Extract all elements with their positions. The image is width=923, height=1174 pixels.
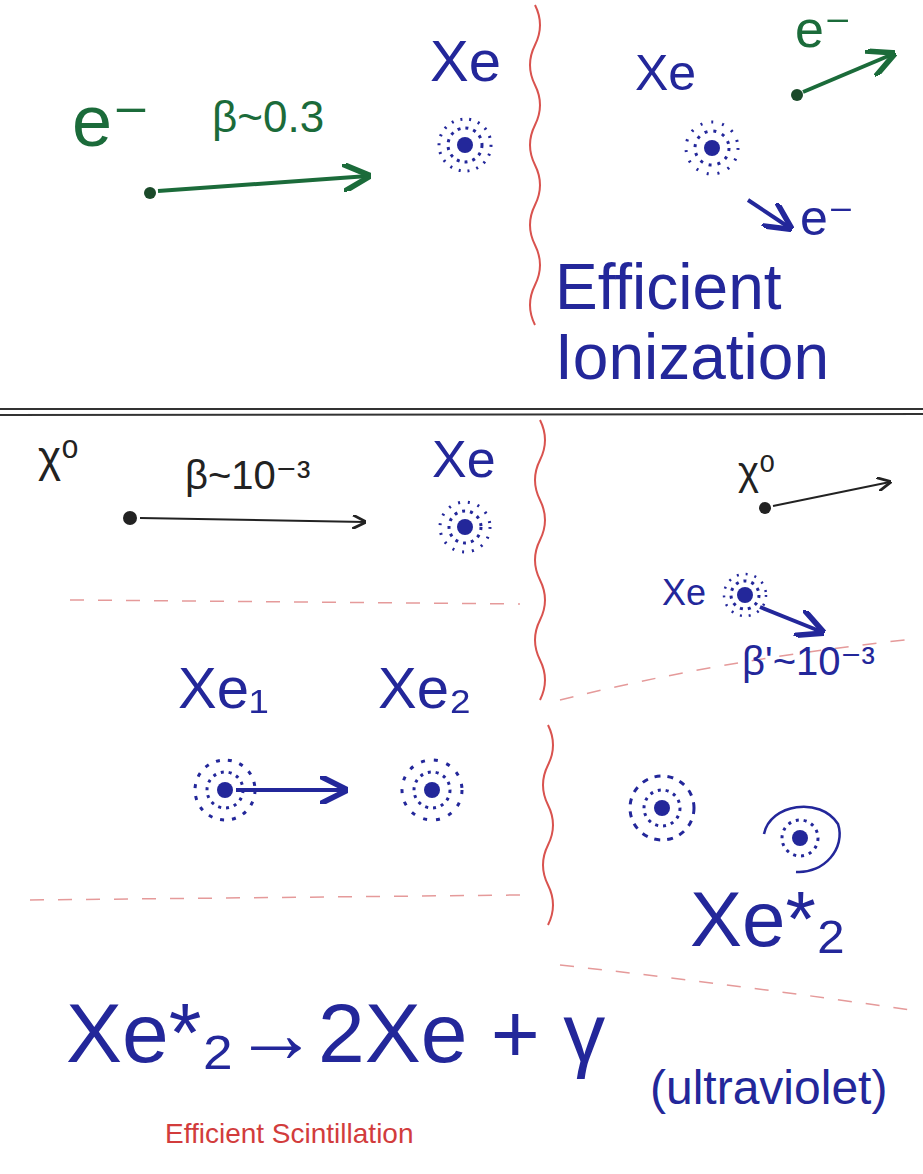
particle-dot: [123, 511, 137, 525]
electron-cloud: [695, 131, 729, 165]
electron-dot: [791, 89, 803, 101]
particle-label: e⁻: [72, 80, 150, 163]
velocity-arrow: [803, 54, 893, 92]
divider-line: [0, 408, 923, 410]
velocity-label: β~0.3: [212, 92, 324, 143]
xenon-atom: [439, 119, 491, 171]
electron-cloud: [440, 502, 490, 552]
nucleus: [457, 137, 473, 153]
particle-label: e⁻: [800, 190, 854, 248]
atom-label: Xe₂: [378, 655, 471, 722]
photon-note: (ultraviolet): [650, 1060, 887, 1115]
atom-label: Xe₁: [178, 655, 269, 722]
electron-cloud: [448, 128, 482, 162]
electron-cloud: [782, 820, 818, 856]
recoil-arrow: [760, 607, 822, 632]
motion-arrow: [236, 788, 345, 792]
velocity-arrow: [748, 200, 790, 228]
velocity-arrow: [158, 176, 368, 191]
electron-cloud: [439, 119, 491, 171]
electron-cloud: [724, 574, 766, 616]
atom-label: Xe: [635, 45, 696, 103]
xenon-atom: [402, 760, 462, 820]
process-note: Efficient Ionization: [555, 252, 905, 393]
nucleus: [654, 800, 670, 816]
nucleus: [217, 782, 233, 798]
particle-label: e⁻: [795, 0, 851, 60]
divider-line: [0, 414, 923, 415]
velocity-label: β~10⁻³: [185, 452, 310, 498]
wavy-separator: [535, 420, 545, 700]
electron-cloud: [402, 760, 462, 820]
nucleus: [424, 782, 440, 798]
xenon-atom: [630, 776, 694, 840]
velocity-arrow: [773, 482, 890, 506]
atom-label: Xe: [432, 430, 496, 490]
atom-label: Xe: [662, 572, 706, 613]
nucleus: [704, 140, 720, 156]
electron-cloud: [686, 122, 738, 174]
nucleus: [792, 830, 808, 846]
electron-cloud: [644, 790, 680, 826]
velocity-arrow: [140, 518, 365, 522]
particle-dot: [759, 502, 771, 514]
excited-orbit: [764, 807, 840, 872]
excimer-label: Xe*₂: [690, 875, 846, 965]
particle-label: χ⁰: [738, 448, 775, 494]
wavy-separator: [530, 5, 540, 325]
electron-cloud: [731, 581, 759, 609]
electron-dot: [144, 187, 156, 199]
electron-cloud: [414, 772, 450, 808]
nucleus: [737, 587, 753, 603]
xenon-atom: [440, 502, 490, 552]
electron-cloud: [630, 776, 694, 840]
excited-xenon-atom: [764, 807, 840, 872]
nucleus: [457, 519, 473, 535]
wavy-separator: [543, 725, 553, 925]
process-note: Efficient Scintillation: [165, 1118, 414, 1150]
xenon-atom: [724, 574, 766, 616]
dashed-guide: [560, 965, 910, 1010]
reaction-equation: Xe*₂→2Xe + γ: [66, 985, 605, 1082]
velocity-label: β'~10⁻³: [742, 638, 875, 684]
dashed-guide: [30, 895, 520, 900]
dashed-guide: [70, 600, 520, 604]
atom-label: Xe: [430, 28, 501, 95]
electron-cloud: [449, 511, 481, 543]
xenon-atom: [686, 122, 738, 174]
particle-label: χ⁰: [38, 432, 79, 483]
